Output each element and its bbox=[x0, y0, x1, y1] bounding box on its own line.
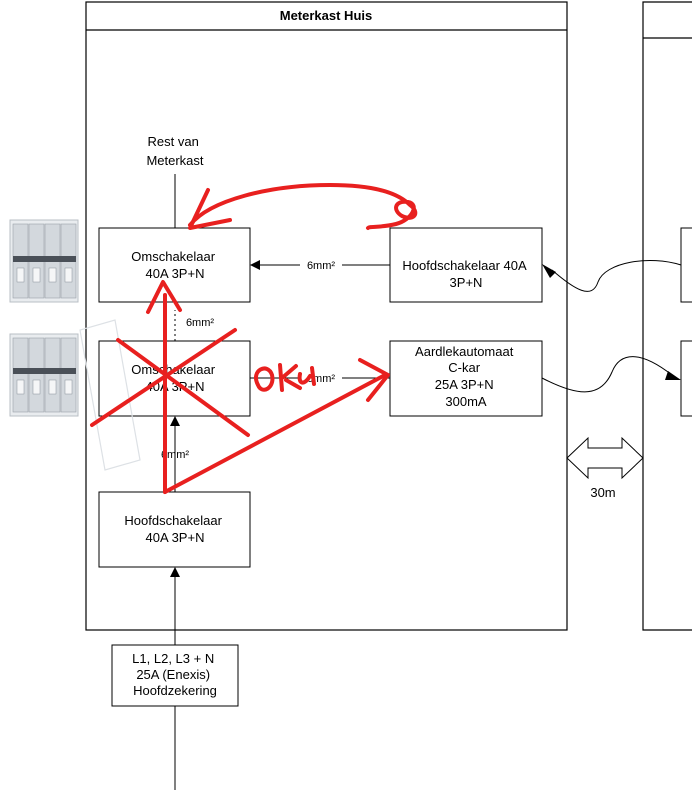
curve-aardlek-to-right bbox=[541, 356, 673, 393]
red-curved-arrow bbox=[188, 183, 418, 230]
container-right-partial bbox=[642, 1, 692, 631]
red-arrowhead-right bbox=[358, 358, 390, 402]
cable-label-bg-right-top bbox=[300, 258, 342, 272]
box-supply-text: L1, L2, L3 + N 25A (Enexis) Hoofdzekerin… bbox=[132, 651, 218, 698]
rest-label-line-1: Rest van bbox=[148, 134, 199, 149]
box-hoofdschakelaar-right-text: Hoofdschakelaar 40A 3P+N bbox=[402, 258, 529, 290]
breaker-image-top bbox=[9, 219, 79, 303]
red-cross-stroke-1 bbox=[116, 338, 250, 437]
box-hoofdschakelaar-bottom-text: Hoofdschakelaar 40A 3P+N bbox=[124, 513, 225, 545]
arrowhead-into-omschakelaar-top bbox=[250, 260, 260, 270]
cable-label-right-top: 6mm² bbox=[307, 260, 335, 272]
breaker-image-middle bbox=[9, 333, 79, 417]
distance-double-arrow bbox=[566, 436, 644, 480]
container-title: Meterkast Huis bbox=[280, 8, 372, 23]
box-omschakelaar-top bbox=[98, 227, 251, 303]
right-box-lower bbox=[680, 340, 692, 417]
box-hoofdschakelaar-right bbox=[389, 227, 543, 303]
curve-right-to-hoofdschakelaar bbox=[551, 259, 682, 292]
arrowhead-into-omschakelaar-middle bbox=[170, 416, 180, 426]
box-omschakelaar-top-text: Omschakelaar 40A 3P+N bbox=[131, 249, 218, 281]
arrowhead-into-hoofdschakelaar-right bbox=[542, 264, 556, 278]
red-cross-stroke-2 bbox=[90, 328, 237, 427]
right-box-upper bbox=[680, 227, 692, 303]
box-aardlekautomaat bbox=[389, 340, 543, 417]
faint-selection-outline bbox=[79, 319, 141, 471]
red-diagonal-arrow-shaft bbox=[163, 373, 387, 494]
box-aardlekautomaat-text: Aardlekautomaat C-kar 25A 3P+N 300mA bbox=[415, 344, 517, 409]
rest-label-line-2: Meterkast bbox=[146, 153, 203, 168]
cable-label-vertical-top: 6mm² bbox=[186, 317, 214, 329]
arrowhead-into-right-box bbox=[665, 371, 681, 380]
cable-label-vertical-bottom: 6mm² bbox=[161, 449, 189, 461]
red-arrowhead-up bbox=[146, 280, 182, 314]
red-annotations bbox=[90, 183, 418, 494]
box-hoofdschakelaar-bottom bbox=[98, 491, 251, 568]
arrowhead-into-hoofdschakelaar bbox=[170, 567, 180, 577]
red-curved-arrowhead bbox=[188, 188, 232, 230]
red-handwritten-ok bbox=[254, 363, 316, 392]
box-supply bbox=[111, 644, 239, 707]
rest-van-meterkast-label: Rest van Meterkast bbox=[146, 134, 203, 168]
distance-label: 30m bbox=[590, 485, 615, 500]
